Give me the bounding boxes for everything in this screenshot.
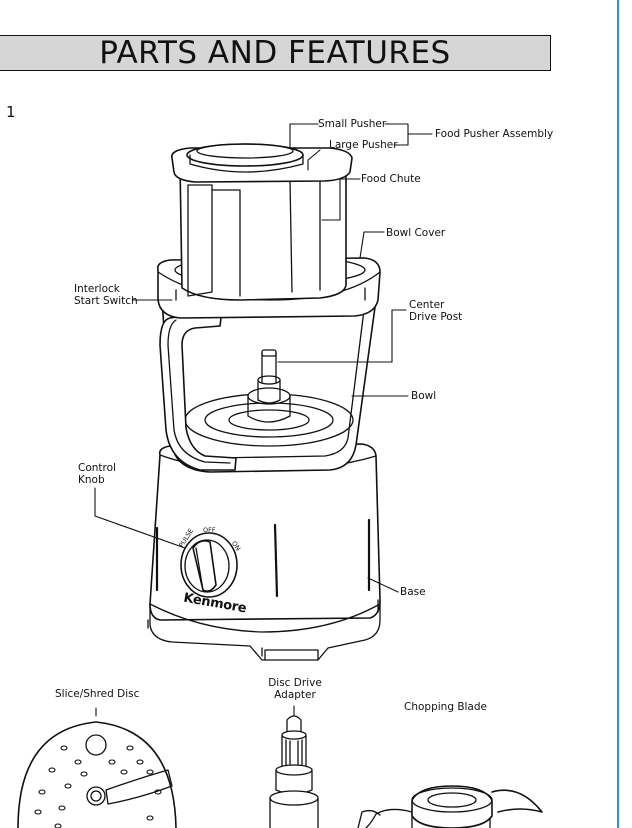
label-chopping-blade: Chopping Blade [404, 701, 487, 713]
label-disc-drive-line1: Disc Drive [268, 677, 322, 689]
section-title-bar: PARTS AND FEATURES [0, 35, 551, 71]
bowl [159, 299, 377, 473]
label-control-knob: Control Knob [78, 462, 116, 486]
chopping-blade [357, 785, 543, 828]
label-large-pusher: Large Pusher [329, 139, 398, 151]
label-interlock-start-switch: Interlock Start Switch [74, 283, 138, 307]
label-disc-drive-adapter: Disc Drive Adapter [266, 677, 324, 701]
control-knob [180, 532, 238, 598]
page-edge-rule [617, 0, 619, 828]
food-chute [171, 143, 353, 301]
label-center-drive-line2: Drive Post [409, 311, 463, 323]
label-control-knob-line2: Knob [78, 474, 105, 486]
label-bowl: Bowl [411, 390, 437, 402]
label-food-pusher-assembly: Food Pusher Assembly [435, 128, 554, 140]
label-bowl-cover: Bowl Cover [386, 227, 446, 239]
label-interlock-line2: Start Switch [74, 295, 138, 307]
label-center-drive-line1: Center [409, 299, 445, 311]
label-base: Base [400, 586, 426, 598]
label-disc-drive-line2: Adapter [274, 689, 316, 701]
knob-off-mark: OFF [203, 526, 216, 534]
disc-drive-adapter [269, 705, 319, 828]
label-slice-shred-disc: Slice/Shred Disc [55, 688, 140, 700]
label-interlock-line1: Interlock [74, 283, 120, 295]
label-control-knob-line1: Control [78, 462, 116, 474]
page-title: PARTS AND FEATURES [99, 35, 451, 71]
label-center-drive-post: Center Drive Post [409, 299, 462, 323]
label-small-pusher: Small Pusher [318, 118, 387, 130]
slice-shred-disc [17, 707, 177, 828]
label-food-chute: Food Chute [361, 173, 421, 185]
figure-number: 1 [6, 103, 16, 121]
